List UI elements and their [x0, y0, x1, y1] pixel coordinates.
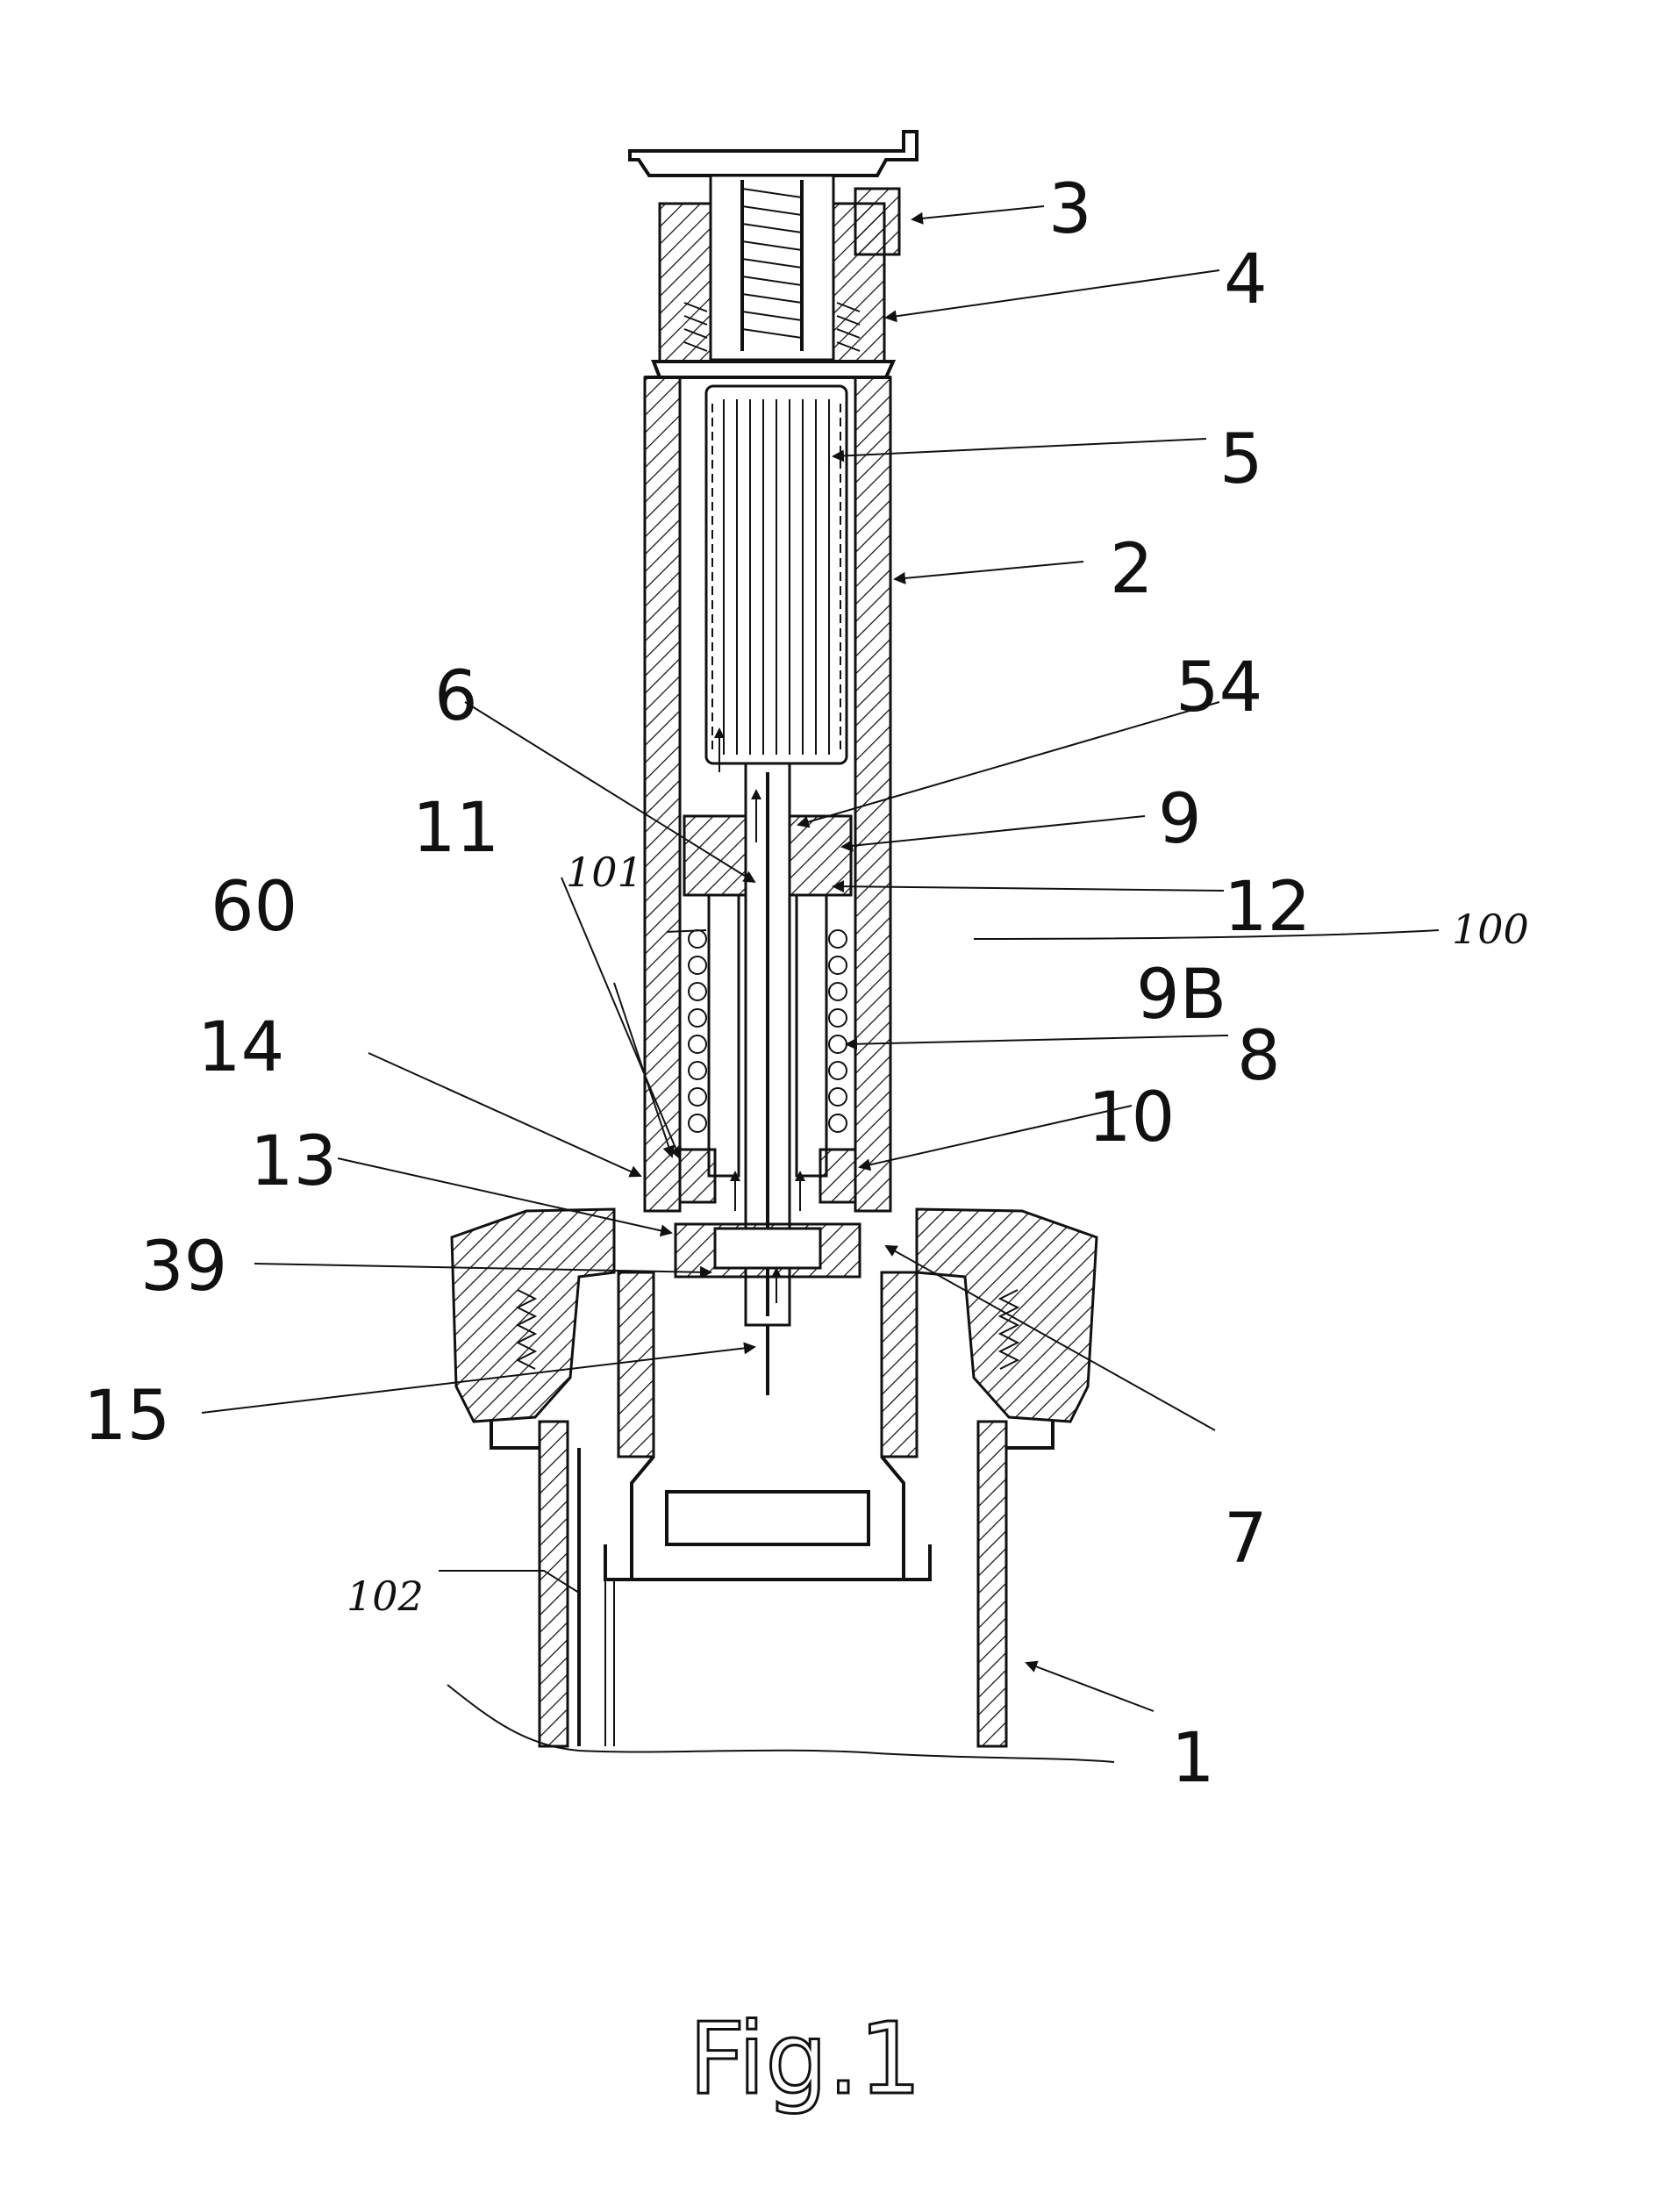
label-7: 7 — [1224, 1500, 1268, 1579]
label-9: 9 — [1158, 780, 1202, 859]
label-39: 39 — [140, 1228, 227, 1307]
label-8: 8 — [1237, 1017, 1281, 1096]
label-102: 102 — [347, 1572, 424, 1620]
label-60: 60 — [211, 868, 297, 947]
filter-cartridge — [706, 386, 847, 763]
label-11: 11 — [412, 789, 499, 868]
label-100: 100 — [1452, 906, 1529, 953]
label-12: 12 — [1224, 868, 1311, 947]
label-3: 3 — [1048, 170, 1092, 249]
label-9b: 9B — [1136, 956, 1226, 1035]
label-54: 54 — [1176, 648, 1262, 727]
label-2: 2 — [1110, 530, 1154, 609]
label-10: 10 — [1088, 1078, 1175, 1157]
label-5: 5 — [1219, 420, 1263, 499]
label-1: 1 — [1171, 1719, 1215, 1798]
top-cap-assembly — [630, 132, 917, 377]
label-14: 14 — [197, 1008, 284, 1087]
figure-caption: Fig.1 — [689, 2002, 921, 2117]
label-6: 6 — [434, 657, 478, 736]
label-13: 13 — [250, 1122, 337, 1201]
label-15: 15 — [83, 1377, 170, 1456]
label-4: 4 — [1224, 240, 1268, 319]
label-101: 101 — [566, 849, 643, 896]
bottle-body — [447, 1422, 1114, 1762]
